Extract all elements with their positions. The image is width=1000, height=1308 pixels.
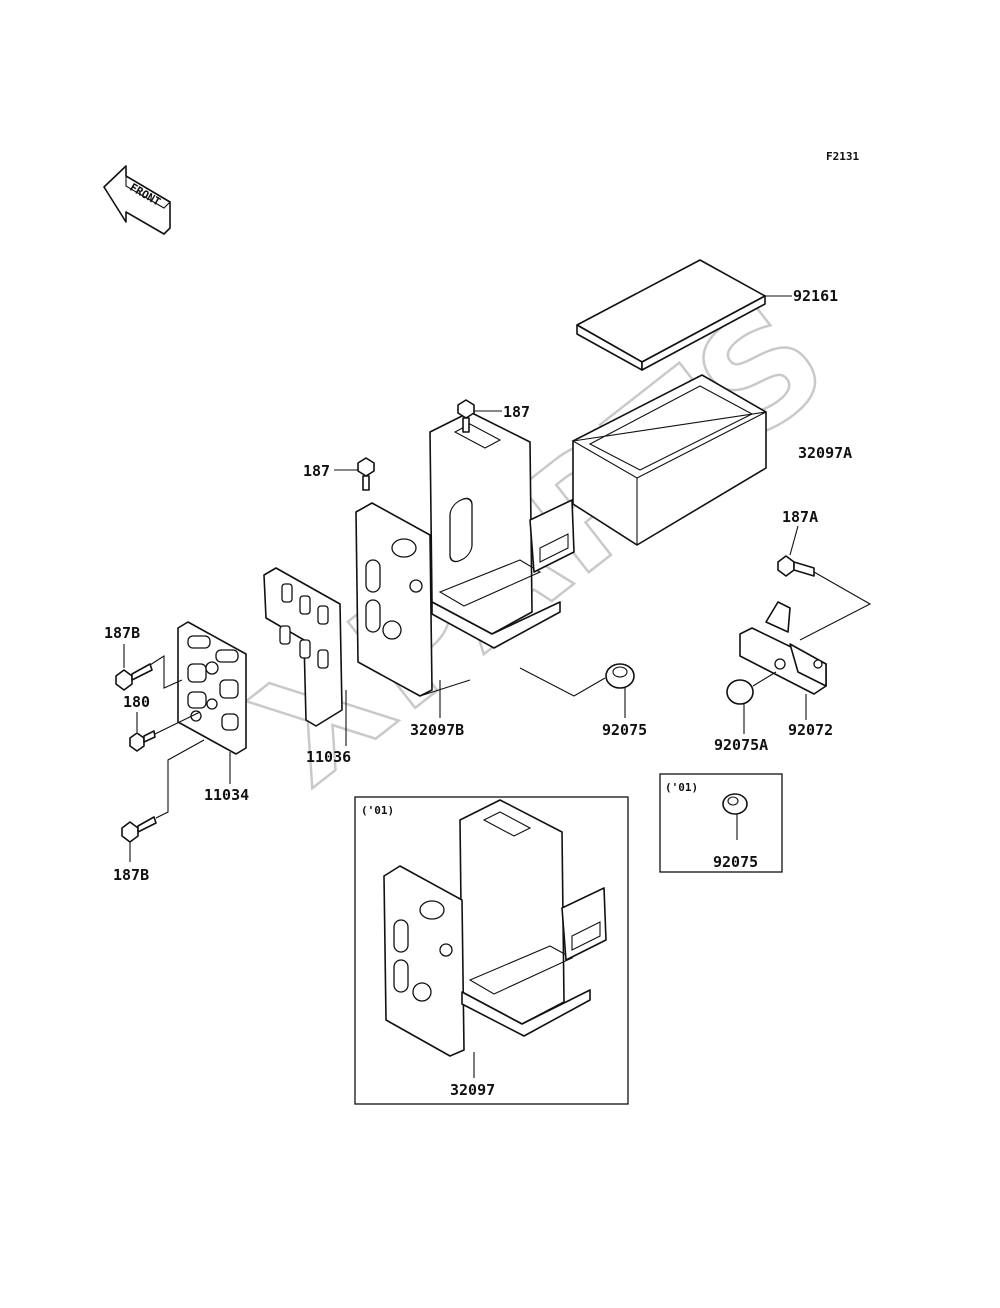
inset-32097-box	[354, 796, 629, 1105]
label-187-top: 187	[503, 403, 530, 421]
bracket-92072	[739, 601, 827, 720]
label-32097: 32097	[450, 1081, 495, 1099]
inset-32097-note: ('01)	[361, 804, 394, 817]
bolt-180-icon	[129, 711, 201, 752]
inset-92075-box	[659, 773, 783, 873]
grommet-92075-inset-icon	[722, 793, 748, 840]
bolt-187-left-icon	[334, 457, 375, 491]
label-92072: 92072	[788, 721, 833, 739]
label-32097A: 32097A	[798, 444, 852, 462]
label-187B-top: 187B	[104, 624, 140, 642]
label-92075: 92075	[602, 721, 647, 739]
label-11034: 11034	[204, 786, 249, 804]
pad-92161	[576, 259, 792, 371]
bolt-187B-bottom-icon	[121, 739, 205, 862]
grommet-92075-icon	[519, 663, 635, 718]
battery-case-32097	[383, 799, 607, 1078]
battery-case-32097B	[355, 411, 575, 718]
label-180: 180	[123, 693, 150, 711]
plate-11034	[177, 621, 247, 784]
front-direction-arrow-icon: FRONT	[103, 165, 171, 235]
figure-code: F2131	[826, 150, 859, 163]
plate-11036	[263, 567, 347, 746]
cap-92075A-icon	[726, 671, 777, 734]
label-187B-bottom: 187B	[113, 866, 149, 884]
bolt-187B-top-icon	[115, 644, 183, 691]
label-187-left: 187	[303, 462, 330, 480]
bolt-187A-icon	[777, 525, 872, 641]
inset-92075-note: ('01)	[665, 781, 698, 794]
label-92075-inset: 92075	[713, 853, 758, 871]
bolt-187-top-icon	[457, 399, 502, 433]
label-92161: 92161	[793, 287, 838, 305]
label-32097B: 32097B	[410, 721, 464, 739]
label-11036: 11036	[306, 748, 351, 766]
tray-32097A	[571, 374, 767, 546]
label-187A: 187A	[782, 508, 818, 526]
label-92075A: 92075A	[714, 736, 768, 754]
